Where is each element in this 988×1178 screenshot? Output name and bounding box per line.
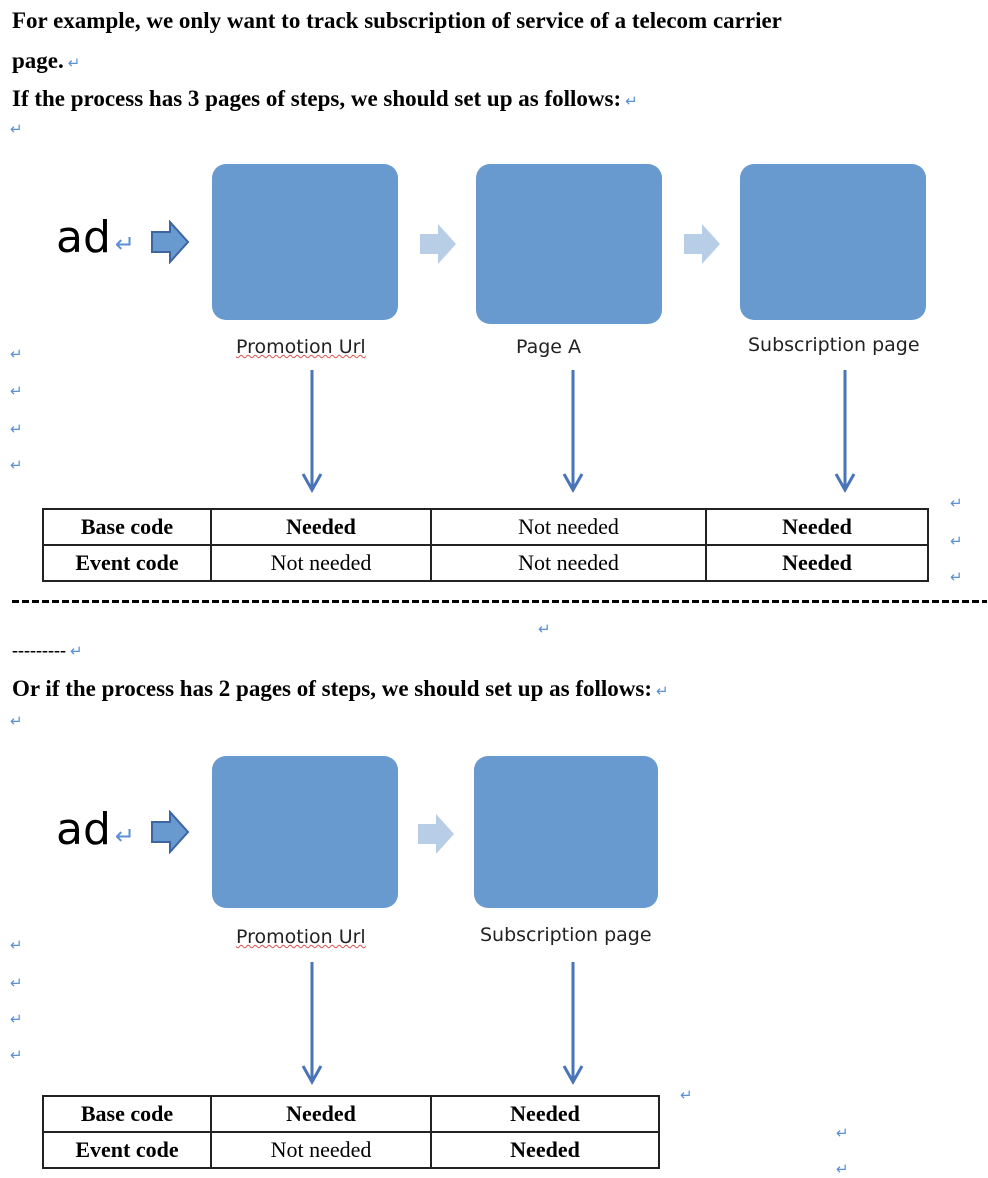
ad-text: ad [56, 212, 111, 263]
paragraph-mark: ↵ [114, 822, 136, 850]
caption-text: Subscription page [480, 924, 652, 946]
paragraph-mark: ↵ [538, 620, 551, 638]
paragraph-mark: ↵ [67, 54, 81, 72]
arrow-down-icon [834, 370, 856, 494]
paragraph-mark: ↵ [10, 712, 23, 730]
intro-line-2: page.↵ [12, 48, 80, 74]
arrow-down-icon [562, 962, 584, 1086]
code-table-two-steps: Base code Needed Needed Event code Not n… [42, 1095, 660, 1169]
paragraph-mark: ↵ [10, 120, 23, 138]
table-cell: Not needed [430, 544, 707, 582]
table-row: Event code Not needed Not needed Needed [42, 544, 929, 582]
paragraph-mark: ↵ [10, 1046, 23, 1064]
caption-promotion-url: Promotion Url [236, 926, 366, 948]
heading-two-pages-text: Or if the process has 2 pages of steps, … [12, 676, 653, 701]
step-box-subscription-page [740, 164, 926, 320]
paragraph-mark: ↵ [10, 345, 23, 363]
table-cell: Not needed [210, 544, 432, 582]
step-box-promotion-url [212, 164, 398, 320]
ad-label: ad↵ [56, 804, 135, 855]
paragraph-mark: ↵ [10, 974, 23, 992]
row-label: Base code [42, 508, 212, 546]
paragraph-mark: ↵ [950, 494, 963, 512]
step-box-promotion-url [212, 756, 398, 908]
table-row: Base code Needed Not needed Needed [42, 508, 929, 546]
arrow-right-light-icon [420, 224, 456, 264]
table-cell: Needed [705, 544, 929, 582]
intro-text-1: For example, we only want to track subsc… [12, 8, 782, 33]
paragraph-mark: ↵ [10, 382, 23, 400]
heading-two-pages: Or if the process has 2 pages of steps, … [12, 676, 669, 702]
table-cell: Needed [430, 1095, 660, 1133]
caption-subscription-page: Subscription page [480, 924, 652, 946]
ad-text: ad [56, 804, 111, 855]
caption-promotion-url: Promotion Url [236, 336, 366, 358]
arrow-down-icon [301, 962, 323, 1086]
paragraph-mark: ↵ [625, 92, 638, 110]
arrow-right-light-icon [684, 224, 720, 264]
table-cell: Not needed [430, 508, 707, 546]
arrow-down-icon [301, 370, 323, 494]
step-box-subscription-page [474, 756, 658, 908]
dashed-separator [12, 600, 987, 603]
paragraph-mark: ↵ [114, 230, 136, 258]
arrow-right-light-icon [418, 814, 454, 854]
table-cell: Needed [210, 508, 432, 546]
dashes-text: --------- [12, 640, 66, 660]
intro-text-2: page. [12, 48, 64, 73]
paragraph-mark: ↵ [836, 1124, 849, 1142]
paragraph-mark: ↵ [836, 1160, 849, 1178]
heading-three-pages: If the process has 3 pages of steps, we … [12, 86, 638, 112]
code-table-three-steps: Base code Needed Not needed Needed Event… [42, 508, 929, 582]
caption-text: Subscription page [748, 334, 920, 356]
paragraph-mark: ↵ [10, 1010, 23, 1028]
caption-subscription-page: Subscription page [748, 334, 920, 356]
paragraph-mark: ↵ [950, 532, 963, 550]
table-row: Event code Not needed Needed [42, 1131, 660, 1169]
row-label: Event code [42, 544, 212, 582]
arrow-right-dark-icon [151, 810, 190, 854]
heading-three-pages-text: If the process has 3 pages of steps, we … [12, 86, 622, 111]
caption-page-a: Page A [516, 336, 581, 358]
paragraph-mark: ↵ [10, 936, 23, 954]
caption-text: Promotion Url [236, 926, 366, 948]
table-cell: Needed [705, 508, 929, 546]
caption-text: Promotion Url [236, 336, 366, 358]
paragraph-mark: ↵ [10, 456, 23, 474]
paragraph-mark: ↵ [680, 1086, 693, 1104]
table-cell: Not needed [210, 1131, 432, 1169]
paragraph-mark: ↵ [656, 682, 669, 700]
row-label: Event code [42, 1131, 212, 1169]
arrow-down-icon [562, 370, 584, 494]
separator-tail: ---------↵ [12, 640, 83, 661]
intro-line-1: For example, we only want to track subsc… [12, 8, 782, 34]
paragraph-mark: ↵ [69, 642, 83, 660]
caption-text: Page A [516, 336, 582, 358]
ad-label: ad↵ [56, 212, 135, 263]
arrow-right-dark-icon [151, 220, 190, 264]
table-cell: Needed [210, 1095, 432, 1133]
row-label: Base code [42, 1095, 212, 1133]
step-box-page-a [476, 164, 662, 324]
table-cell: Needed [430, 1131, 660, 1169]
paragraph-mark: ↵ [10, 420, 23, 438]
table-row: Base code Needed Needed [42, 1095, 660, 1133]
paragraph-mark: ↵ [950, 568, 963, 586]
